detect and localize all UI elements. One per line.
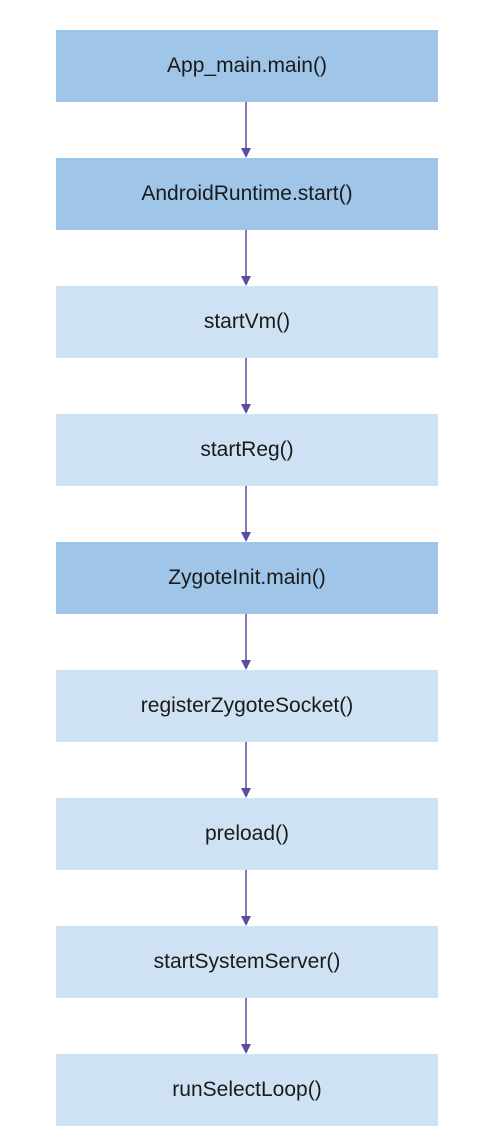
arrow-icon (239, 358, 253, 414)
arrow-icon (239, 614, 253, 670)
node-runselectloop: runSelectLoop() (56, 1054, 438, 1126)
arrow-icon (239, 486, 253, 542)
arrow-icon (239, 230, 253, 286)
node-startreg: startReg() (56, 414, 438, 486)
node-startvm: startVm() (56, 286, 438, 358)
arrow-icon (239, 998, 253, 1054)
arrow-icon (239, 102, 253, 158)
node-androidruntime-start: AndroidRuntime.start() (56, 158, 438, 230)
node-zygoteinit-main: ZygoteInit.main() (56, 542, 438, 614)
node-startsystemserver: startSystemServer() (56, 926, 438, 998)
node-app-main: App_main.main() (56, 30, 438, 102)
arrow-icon (239, 742, 253, 798)
node-registerzygotesocket: registerZygoteSocket() (56, 670, 438, 742)
arrow-icon (239, 870, 253, 926)
node-preload: preload() (56, 798, 438, 870)
